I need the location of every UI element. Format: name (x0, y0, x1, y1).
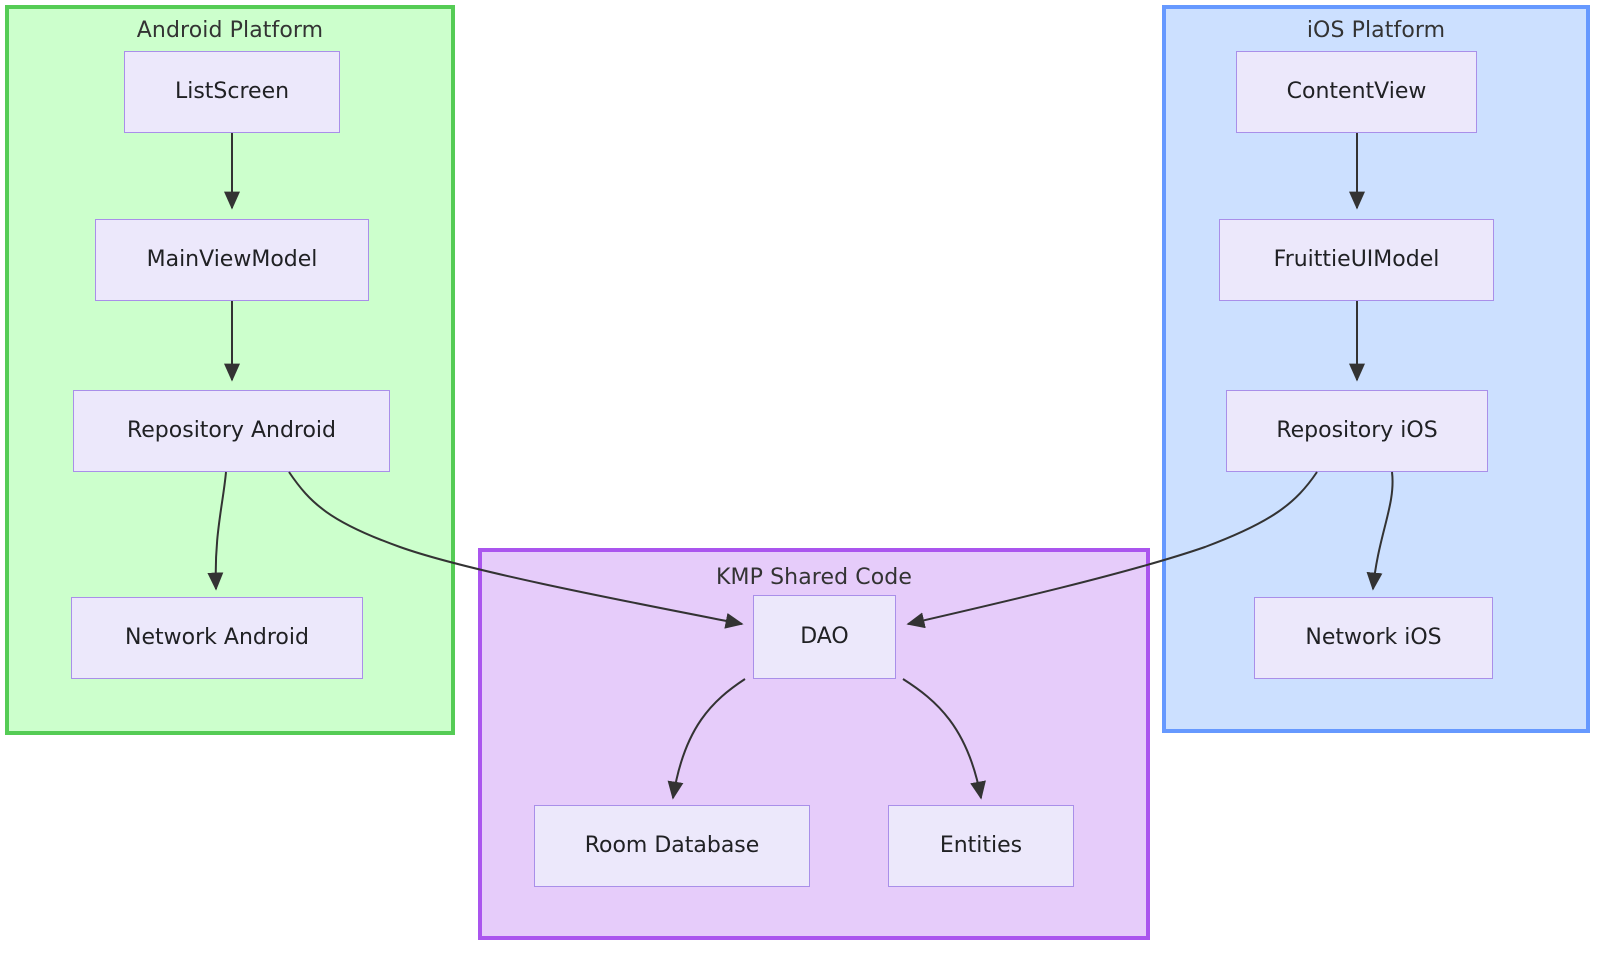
node-entities[interactable]: Entities (888, 805, 1074, 887)
node-label-list-screen: ListScreen (174, 78, 290, 104)
node-label-dao: DAO (800, 623, 849, 649)
cluster-title-kmp-shared-code: KMP Shared Code (716, 565, 912, 590)
node-label-main-view-model: MainViewModel (146, 246, 318, 272)
node-dao[interactable]: DAO (753, 595, 896, 679)
node-label-network-ios: Network iOS (1305, 624, 1442, 650)
node-content-view[interactable]: ContentView (1236, 51, 1477, 133)
node-network-ios[interactable]: Network iOS (1254, 597, 1493, 679)
node-label-network-android: Network Android (125, 624, 309, 650)
node-fruittie-ui-model[interactable]: FruittieUIModel (1219, 219, 1494, 301)
node-list-screen[interactable]: ListScreen (124, 51, 340, 133)
node-label-entities: Entities (939, 832, 1023, 858)
node-main-view-model[interactable]: MainViewModel (95, 219, 369, 301)
cluster-title-ios-platform: iOS Platform (1306, 18, 1446, 43)
node-label-repository-ios: Repository iOS (1276, 417, 1438, 443)
cluster-title-android-platform: Android Platform (136, 18, 324, 43)
node-repository-android[interactable]: Repository Android (73, 390, 390, 472)
node-label-repository-android: Repository Android (126, 417, 337, 443)
node-room-database[interactable]: Room Database (534, 805, 810, 887)
node-repository-ios[interactable]: Repository iOS (1226, 390, 1488, 472)
node-label-content-view: ContentView (1286, 78, 1427, 104)
node-label-room-database: Room Database (584, 832, 760, 858)
node-network-android[interactable]: Network Android (71, 597, 363, 679)
node-label-fruittie-ui-model: FruittieUIModel (1273, 246, 1440, 272)
